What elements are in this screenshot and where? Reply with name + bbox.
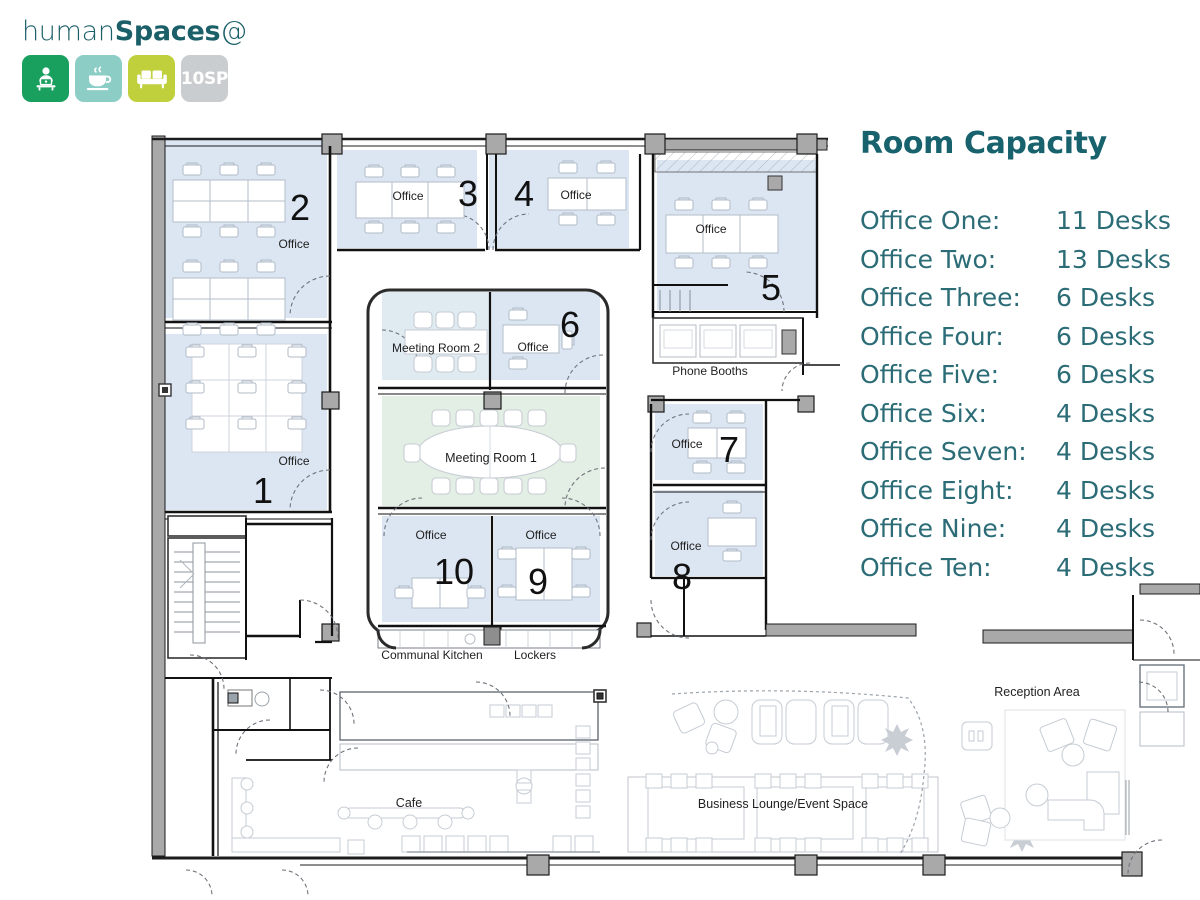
room-number-3: 3 bbox=[458, 173, 478, 214]
room-desks: 11 Desks bbox=[1056, 206, 1171, 235]
room-number-7: 7 bbox=[719, 429, 739, 470]
coffee-cup-icon bbox=[86, 65, 111, 90]
brand-tiles: 10SP bbox=[22, 55, 247, 102]
table-row: Office Six: 4 Desks bbox=[860, 398, 1196, 437]
room-desks: 4 Desks bbox=[1056, 475, 1156, 505]
room-labels: Office Office Office Office Office Offic… bbox=[278, 188, 1079, 811]
tile-10sp: 10SP bbox=[181, 55, 228, 102]
room-label-lockers: Lockers bbox=[514, 648, 556, 662]
room-name: Office Ten: bbox=[860, 552, 992, 582]
room-label-reception-area: Reception Area bbox=[994, 685, 1080, 699]
room-desks: 4 Desks bbox=[1056, 398, 1156, 428]
room-label-office2: Office bbox=[278, 237, 309, 251]
room-desks: 6 Desks bbox=[1056, 360, 1156, 389]
table-row: Office Nine: 4 Desks bbox=[860, 513, 1196, 552]
tile-coworking bbox=[22, 55, 69, 102]
hatch-zone bbox=[654, 151, 818, 173]
interior-walls bbox=[165, 146, 1200, 856]
room-name: Office Three: bbox=[860, 283, 1021, 312]
room-label-office8: Office bbox=[670, 539, 701, 553]
brand-logo: humanSpaces@ bbox=[22, 18, 247, 102]
room-number-2: 2 bbox=[290, 187, 310, 228]
wordmark-bold: Spaces bbox=[114, 16, 221, 47]
room-number-9: 9 bbox=[528, 561, 548, 602]
room-name: Office One: bbox=[860, 206, 1001, 235]
room-desks: 4 Desks bbox=[1056, 514, 1156, 543]
room-number-10: 10 bbox=[434, 551, 474, 592]
table-row: Office Two: 13 Desks bbox=[860, 244, 1196, 283]
sofa-icon bbox=[136, 70, 167, 88]
room-label-office3: Office bbox=[392, 189, 423, 203]
room-name: Office Nine: bbox=[860, 514, 1007, 543]
tile-10sp-label: 10SP bbox=[180, 68, 229, 89]
room-label-office4: Office bbox=[560, 188, 591, 202]
table-row: Office Five: 6 Desks bbox=[860, 359, 1196, 398]
room-label-meeting-room-1: Meeting Room 1 bbox=[445, 451, 537, 465]
room-numbers: 2 1 3 4 5 6 7 8 9 10 bbox=[253, 173, 781, 602]
room-name: Office Four: bbox=[860, 321, 1004, 351]
room-name: Office Two: bbox=[860, 244, 997, 274]
room-name: Office Seven: bbox=[860, 437, 1027, 466]
room-label-office9: Office bbox=[525, 528, 556, 542]
room-name: Office Six: bbox=[860, 398, 987, 428]
room-number-6: 6 bbox=[560, 304, 580, 345]
room-label-business-lounge: Business Lounge/Event Space bbox=[698, 797, 868, 811]
room-number-4: 4 bbox=[514, 173, 534, 214]
room-desks: 13 Desks bbox=[1056, 244, 1171, 274]
room-number-1: 1 bbox=[253, 470, 273, 511]
room-label-communal-kitchen: Communal Kitchen bbox=[381, 648, 482, 662]
table-row: Office Ten: 4 Desks bbox=[860, 552, 1196, 591]
tile-lounge bbox=[128, 55, 175, 102]
room-label-office5: Office bbox=[695, 222, 726, 236]
capacity-table: Office One:11 Desks Office Two:13 Desks … bbox=[860, 205, 1196, 590]
room-name: Office Eight: bbox=[860, 475, 1014, 505]
room-desks: 4 Desks bbox=[1056, 437, 1156, 466]
room-desks: 6 Desks bbox=[1056, 283, 1156, 312]
wordmark: humanSpaces@ bbox=[22, 18, 247, 45]
room-label-meeting-room-2: Meeting Room 2 bbox=[392, 341, 480, 355]
furniture bbox=[158, 160, 783, 609]
room-number-8: 8 bbox=[672, 556, 692, 597]
page-title: Room Capacity bbox=[860, 126, 1107, 161]
room-capacity-panel: Room Capacity Office One: 11 Desks Office… bbox=[860, 126, 1200, 590]
room-label-cafe: Cafe bbox=[396, 796, 422, 810]
room-desks: 4 Desks bbox=[1056, 552, 1156, 582]
room-label-office10: Office bbox=[415, 528, 446, 542]
room-label-office6: Office bbox=[517, 340, 548, 354]
room-name: Office Five: bbox=[860, 360, 1000, 389]
tile-cafe bbox=[75, 55, 122, 102]
structural-columns bbox=[321, 133, 1143, 877]
room-desks: 6 Desks bbox=[1056, 321, 1156, 351]
room-label-office7: Office bbox=[671, 437, 702, 451]
room-label-phone-booths: Phone Booths bbox=[672, 364, 747, 378]
person-at-desk-icon bbox=[36, 66, 55, 90]
table-row: Office Four: 6 Desks bbox=[860, 321, 1196, 360]
table-row: Office Seven: 4 Desks bbox=[860, 436, 1196, 475]
wordmark-light: human bbox=[22, 16, 115, 47]
room-label-office1: Office bbox=[278, 454, 309, 468]
room-number-5: 5 bbox=[761, 267, 781, 308]
table-row: Office Eight: 4 Desks bbox=[860, 475, 1196, 514]
table-row: Office One: 11 Desks bbox=[860, 205, 1196, 244]
wordmark-at: @ bbox=[220, 16, 247, 47]
table-row: Office Three: 6 Desks bbox=[860, 282, 1196, 321]
